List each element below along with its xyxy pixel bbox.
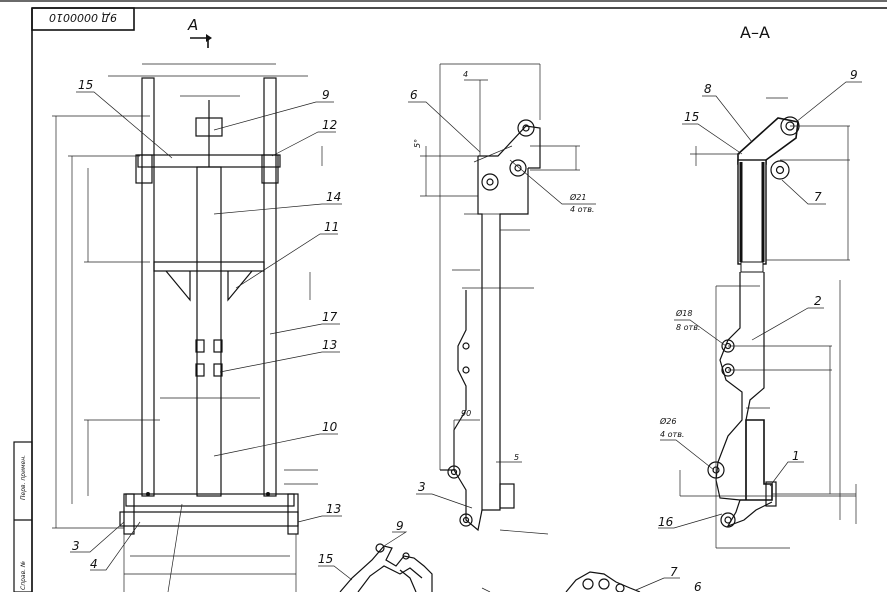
front-view: А [52, 16, 342, 593]
dim-5: 5 [514, 453, 519, 462]
side-annotations: 4 5° Ø21 4 отв. 90 5 [413, 70, 596, 462]
front-callouts: 15 9 12 14 11 17 13 10 3 4 13 [70, 78, 342, 593]
callout-3: 3 [72, 539, 80, 553]
hole-26: Ø26 [659, 416, 676, 426]
section-title: А–А [740, 23, 770, 42]
right-post [263, 77, 277, 497]
hole-18-count: 8 отв. [676, 323, 700, 332]
callout-1: 1 [792, 449, 800, 463]
callout-15-iso: 15 [318, 552, 333, 566]
callout-10: 10 [322, 420, 338, 434]
callout-16: 16 [658, 515, 674, 529]
callout-12: 12 [322, 118, 337, 132]
hole-26-count: 4 отв. [660, 430, 684, 439]
section-arrow-label: А [187, 16, 198, 34]
isometric-view: 9 15 7 6 [318, 519, 702, 594]
callout-2: 2 [814, 294, 822, 308]
hole-21: Ø21 [569, 192, 586, 202]
bottom-base [125, 493, 295, 507]
callout-17: 17 [322, 310, 338, 324]
side-callouts: 6 3 [408, 88, 481, 509]
callout-11: 11 [324, 220, 339, 234]
section-annotations: Ø18 8 отв. Ø26 4 отв. [659, 308, 727, 471]
stamp-label-bottom: Справ. № [20, 561, 27, 590]
callout-9-sec: 9 [850, 68, 858, 82]
callout-4: 4 [90, 557, 98, 571]
side-stamp: Перв. примен. Справ. № [13, 441, 33, 593]
center-column [196, 166, 222, 497]
dim-4: 4 [463, 70, 468, 79]
callout-3-side: 3 [418, 480, 426, 494]
middle-crossbar [153, 261, 265, 272]
stamp-label-top: Перв. примен. [20, 455, 27, 500]
callout-9-iso: 9 [396, 519, 404, 533]
callout-8: 8 [704, 82, 712, 96]
callout-6: 6 [410, 88, 418, 102]
hole-21-count: 4 отв. [570, 205, 594, 214]
hole-18: Ø18 [675, 308, 692, 318]
section-view: А–А [658, 23, 862, 549]
side-view: 4 5° Ø21 4 отв. 90 5 6 3 [408, 63, 596, 535]
dim-angle: 5° [413, 139, 422, 148]
callout-7: 7 [814, 190, 822, 204]
callout-14: 14 [326, 190, 341, 204]
title-block: 9Д 0000010 [31, 7, 135, 31]
callout-9: 9 [322, 88, 330, 102]
callout-7-iso: 7 [670, 565, 678, 579]
callout-13b: 13 [326, 502, 341, 516]
section-callouts: 8 9 15 7 2 1 16 [658, 68, 862, 529]
callout-13: 13 [322, 338, 337, 352]
dim-90: 90 [461, 409, 471, 418]
section-arrow [190, 37, 209, 48]
callout-15-sec: 15 [684, 110, 699, 124]
drawing-code: 9Д 0000010 [49, 11, 117, 24]
callout-6-iso: 6 [694, 580, 702, 592]
callout-15: 15 [78, 78, 93, 92]
left-post [141, 77, 155, 497]
